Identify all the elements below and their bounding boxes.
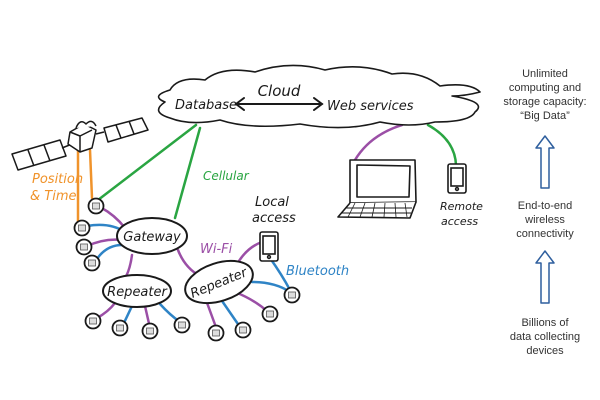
web-services-label: Web services: [327, 99, 414, 114]
remote-access-label-line2: access: [441, 215, 478, 228]
sensor-device-icon: [283, 286, 301, 304]
connectivity-caption: End-to-end wireless connectivity: [490, 199, 600, 241]
caption-line: Unlimited: [522, 68, 568, 80]
rr-link-4: [250, 280, 292, 294]
rr-link-3: [233, 290, 270, 314]
satellite-link-2: [88, 148, 94, 200]
devices: [73, 197, 301, 342]
sensor-device-icon: [234, 321, 252, 339]
big-data-caption: Unlimited computing and storage capacity…: [490, 67, 600, 123]
remote-access-label-line1: Remote: [440, 200, 483, 213]
rl-link-1: [95, 301, 117, 320]
sensor-device-icon: [261, 305, 279, 323]
caption-line: connectivity: [516, 228, 574, 240]
sensor-device-icon: [75, 238, 93, 256]
cloud-title: Cloud: [258, 82, 301, 100]
sensor-device-icon: [207, 324, 225, 342]
cellular-link-device: [96, 123, 198, 202]
sensor-device-icon: [83, 254, 101, 272]
sensor-device-icon: [87, 197, 105, 215]
rr-link-2: [218, 296, 242, 329]
repeater-left-label: Repeater: [107, 285, 168, 300]
remote-phone-icon: [447, 163, 467, 194]
local-access-label-line1: Local: [255, 195, 289, 210]
cellular-link-gateway: [173, 126, 202, 220]
cellular-label: Cellular: [203, 169, 250, 183]
position-time-label-line2: & Time: [30, 189, 76, 204]
caption-line: Billions of: [521, 317, 569, 329]
up-arrow-top: [535, 135, 555, 189]
caption-line: “Big Data”: [520, 110, 570, 122]
local-access-label-line2: access: [252, 211, 296, 226]
laptop-icon: [337, 159, 417, 219]
cloud: Cloud Database Web services: [157, 64, 481, 129]
sensor-device-icon: [73, 219, 91, 237]
gateway-label: Gateway: [123, 230, 181, 245]
laptop-link: [353, 123, 404, 162]
bluetooth-label: Bluetooth: [286, 264, 349, 279]
position-time-label-line1: Position: [32, 172, 83, 187]
repeater-left-node: Repeater: [102, 274, 172, 308]
caption-line: wireless: [525, 214, 565, 226]
wifi-label: Wi-Fi: [200, 242, 233, 257]
sensor-device-icon: [111, 319, 129, 337]
local-phone-icon: [259, 231, 279, 262]
sensor-device-icon: [141, 322, 159, 340]
satellite-icon: [11, 117, 149, 171]
caption-line: storage capacity:: [503, 96, 587, 108]
caption-line: devices: [526, 345, 564, 357]
database-label: Database: [175, 98, 237, 113]
sensor-device-icon: [84, 312, 102, 330]
gateway-node: Gateway: [116, 217, 188, 255]
caption-line: computing and: [508, 82, 582, 94]
repeater-right-node: Repeater: [184, 259, 254, 305]
caption-line: data collecting: [509, 331, 581, 343]
devices-caption: Billions of data collecting devices: [490, 316, 600, 358]
bidirectional-arrow-icon: [234, 97, 324, 111]
caption-line: End-to-end: [517, 200, 573, 212]
up-arrow-bottom: [535, 250, 555, 304]
sensor-device-icon: [173, 316, 191, 334]
remote-phone-link: [426, 123, 458, 167]
cloud-shape: [157, 64, 481, 129]
